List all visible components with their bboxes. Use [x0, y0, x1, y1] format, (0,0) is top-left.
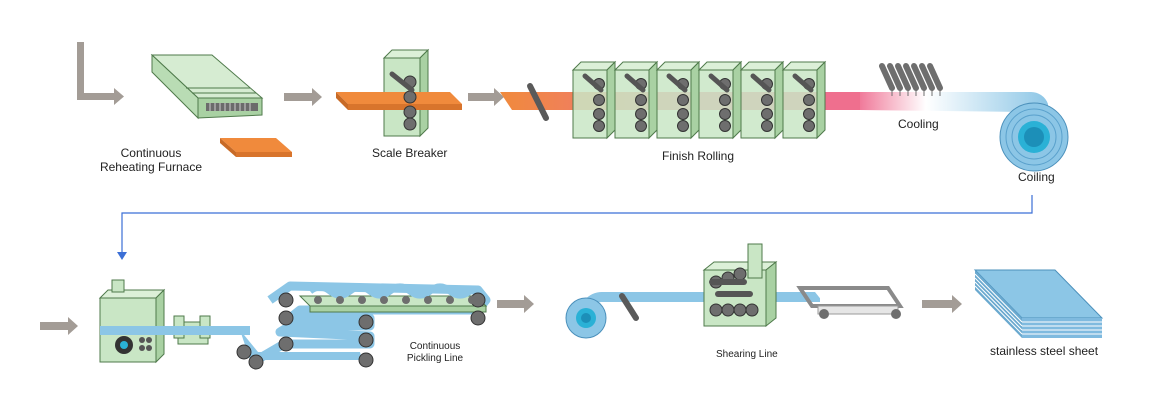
flow-arrow-icon	[284, 88, 322, 106]
roller	[358, 332, 374, 348]
label-steel-sheet: stainless steel sheet	[990, 344, 1099, 358]
roller	[424, 296, 432, 304]
roller	[470, 310, 486, 326]
pickling-rollers	[236, 292, 486, 370]
roller	[278, 292, 294, 308]
rolling-stand	[781, 60, 827, 140]
rolling-stand	[697, 60, 743, 140]
label-cooling: Cooling	[898, 117, 939, 131]
roller	[358, 314, 374, 330]
flow-arrow-icon	[922, 295, 962, 313]
roller	[336, 296, 344, 304]
finish-rolling-stands	[571, 60, 827, 140]
label-shearing-line: Shearing Line	[716, 349, 778, 360]
roller	[358, 296, 366, 304]
roller	[314, 296, 322, 304]
roller	[380, 296, 388, 304]
stainless-steel-sheet-stack	[973, 269, 1104, 338]
label-reheating-furnace: Continuous Reheating Furnace	[96, 146, 206, 174]
flow-arrow-icon	[40, 317, 78, 335]
spray-pipe	[919, 63, 935, 91]
cooling-strip	[860, 91, 1048, 112]
flow-connector	[117, 195, 1033, 260]
roller	[248, 354, 264, 370]
spray-pipe	[879, 63, 895, 91]
rolling-stand	[739, 60, 785, 140]
label-coiling: Coiling	[1018, 170, 1055, 184]
flow-arrow-icon	[497, 295, 534, 313]
roller	[278, 336, 294, 352]
slab	[220, 138, 292, 157]
rolling-stand	[571, 60, 617, 140]
label-pickling-line-line1: Continuous	[409, 341, 461, 352]
roller	[236, 344, 252, 360]
reheating-furnace	[150, 53, 264, 120]
runout-table	[796, 286, 904, 319]
scale-breaker	[336, 48, 462, 138]
rolling-stand	[613, 60, 659, 140]
spray-pipe	[903, 63, 919, 91]
start-arrow-icon	[77, 42, 124, 105]
shearing-strip	[565, 291, 820, 339]
roller	[446, 296, 454, 304]
flow-arrow-icon	[468, 88, 504, 106]
label-pickling-line: Continuous Pickling Line	[390, 341, 480, 365]
spray-pipe	[927, 63, 943, 91]
coil	[999, 102, 1069, 172]
cooling-sprays	[879, 63, 943, 96]
roller	[468, 296, 476, 304]
label-scale-breaker: Scale Breaker	[372, 146, 448, 160]
rolling-stand	[655, 60, 701, 140]
spray-pipe	[895, 63, 911, 91]
label-reheating-furnace-line2: Reheating Furnace	[99, 160, 203, 174]
pickling-tanks	[298, 283, 488, 313]
roller	[358, 352, 374, 368]
uncoiler	[98, 279, 166, 364]
roller	[278, 310, 294, 326]
spray-pipe	[887, 63, 903, 91]
spray-pipe	[911, 63, 927, 91]
label-pickling-line-line2: Pickling Line	[406, 353, 464, 364]
label-reheating-furnace-line1: Continuous	[120, 146, 182, 160]
label-finish-rolling: Finish Rolling	[662, 149, 735, 163]
roller	[402, 296, 410, 304]
shearing-machine	[702, 243, 778, 328]
